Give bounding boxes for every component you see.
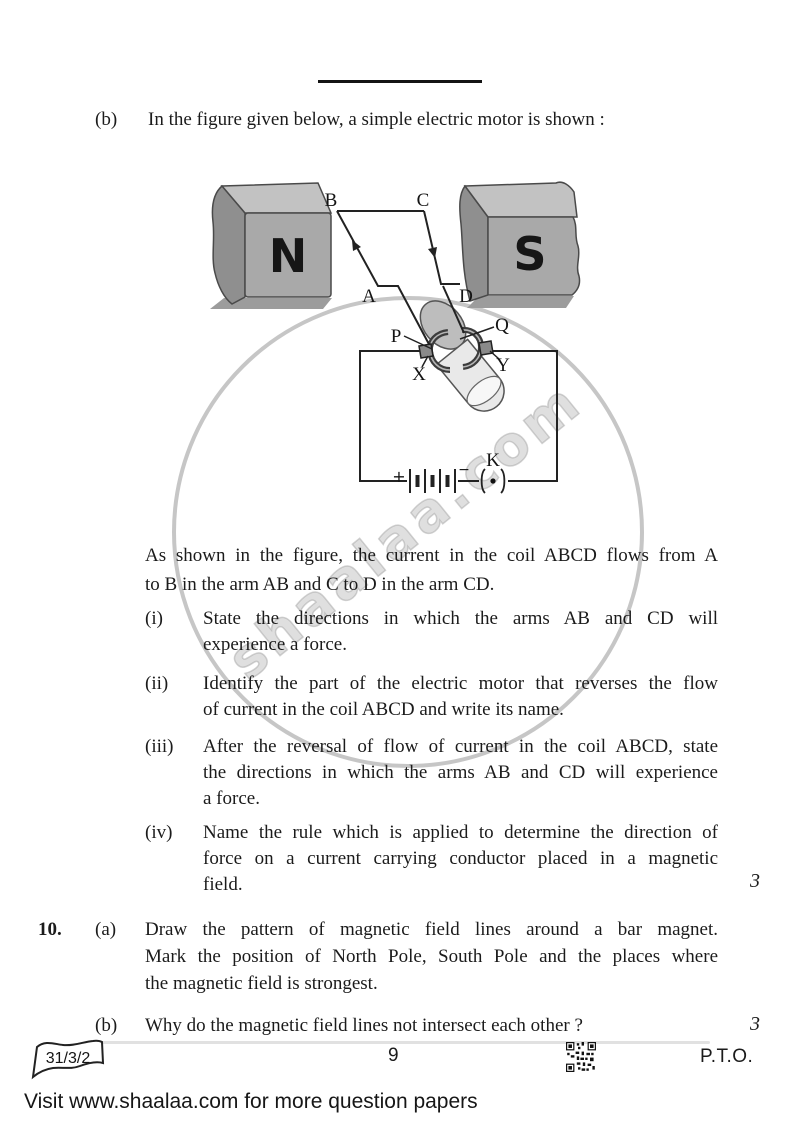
scan-artifact-line [90,1041,710,1044]
north-magnet-top-face [220,182,333,214]
south-magnet-shadow [467,296,574,308]
label-d: D [459,286,473,307]
current-arrow-cd [428,247,437,258]
marks-10b: 3 [750,1013,760,1035]
key-paren-left [480,468,486,494]
battery-long-plates [409,469,456,493]
pto-label: P.T.O. [700,1046,754,1067]
south-magnet: S [459,181,581,308]
coil-abcd [336,210,465,349]
paper-code: 31/3/2 [46,1050,91,1067]
text-line: Mark the position of North Pole, South P… [145,946,718,967]
site-footer: Visit www.shaalaa.com for more question … [24,1090,478,1113]
qr-code [566,1042,596,1072]
figure-description: As shown in the figure, the current in t… [145,541,718,599]
text-line: Draw the pattern of magnetic field lines… [145,919,718,940]
part-iv-text: Name the rule which is applied to determ… [203,820,718,898]
current-arrow-ab [352,240,361,251]
leader-y [489,350,500,360]
text-line: of current in the coil ABCD and write it… [203,699,564,720]
question-10-number: 10. [38,919,62,940]
north-magnet: N [210,182,333,309]
text-line: to B in the arm AB and C to D in the arm… [145,574,495,595]
key-dot [490,478,496,484]
text-line: As shown in the figure, the current in t… [145,545,718,566]
label-p: P [391,326,402,347]
battery-short-plates [415,475,450,487]
leader-p [403,335,433,350]
coil-arm-ab [336,210,432,349]
text-line: a force. [203,788,260,809]
question-9b-intro: In the figure given below, a simple elec… [148,109,605,130]
north-pole-label: N [269,229,308,283]
text-line: State the directions in which the arms A… [203,608,718,629]
battery-minus-sign: − [458,462,470,478]
marks-9b: 3 [750,870,760,892]
label-a: A [362,286,376,307]
south-pole-label: S [513,227,546,281]
leader-lines [403,326,500,368]
question-9b-label: (b) [95,109,118,130]
text-line: the magnetic field is strongest. [145,973,378,994]
text-line: field. [203,874,243,895]
part-i-label: (i) [145,608,163,629]
flag-outline [31,1039,105,1080]
qr-modules [566,1042,596,1072]
text-line: After the reversal of flow of current in… [203,736,718,757]
section-divider [318,80,482,83]
label-k: K [486,450,500,471]
label-c: C [417,190,430,211]
part-iii-label: (iii) [145,736,174,757]
electric-motor-figure: N S [210,181,581,494]
circuit-wire-right [493,350,558,482]
south-magnet-top-face [463,181,578,218]
label-q: Q [495,315,509,336]
part-iv-label: (iv) [145,822,173,843]
page-number: 9 [388,1045,399,1066]
label-y: Y [496,355,510,376]
leader-x [421,355,429,368]
south-magnet-front-face [487,216,581,296]
brush-y [478,340,494,356]
part-ii-text: Identify the part of the electric motor … [203,671,718,723]
label-x: X [412,364,426,385]
q10a-text: Draw the pattern of magnetic field lines… [145,916,718,997]
circuit [359,350,558,494]
text-line: Identify the part of the electric motor … [203,673,718,694]
key-paren-right [500,468,506,494]
north-magnet-shadow [210,298,332,309]
text-line: Why do the magnetic field lines not inte… [145,1015,583,1036]
south-magnet-side-face [459,184,489,302]
text-line: Name the rule which is applied to determ… [203,822,718,843]
label-b: B [325,190,338,211]
paper-code-flag: 31/3/2 [31,1039,105,1080]
q10b-text: Why do the magnetic field lines not inte… [145,1013,725,1039]
part-ii-label: (ii) [145,673,169,694]
part-iii-text: After the reversal of flow of current in… [203,734,718,812]
text-line: the directions in which the arms AB and … [203,762,718,783]
part-i-text: State the directions in which the arms A… [203,606,718,658]
armature-cylinder-cap [466,375,502,407]
coil-lead-d [442,285,465,334]
battery-plus-sign: + [392,467,405,486]
q10b-label: (b) [95,1015,118,1036]
coil-arm-cd [423,210,460,285]
text-line: force on a current carrying conductor pl… [203,848,718,869]
leader-q [459,326,495,340]
q10a-label: (a) [95,919,117,940]
circuit-wire-left [359,350,420,482]
text-line: experience a force. [203,634,347,655]
